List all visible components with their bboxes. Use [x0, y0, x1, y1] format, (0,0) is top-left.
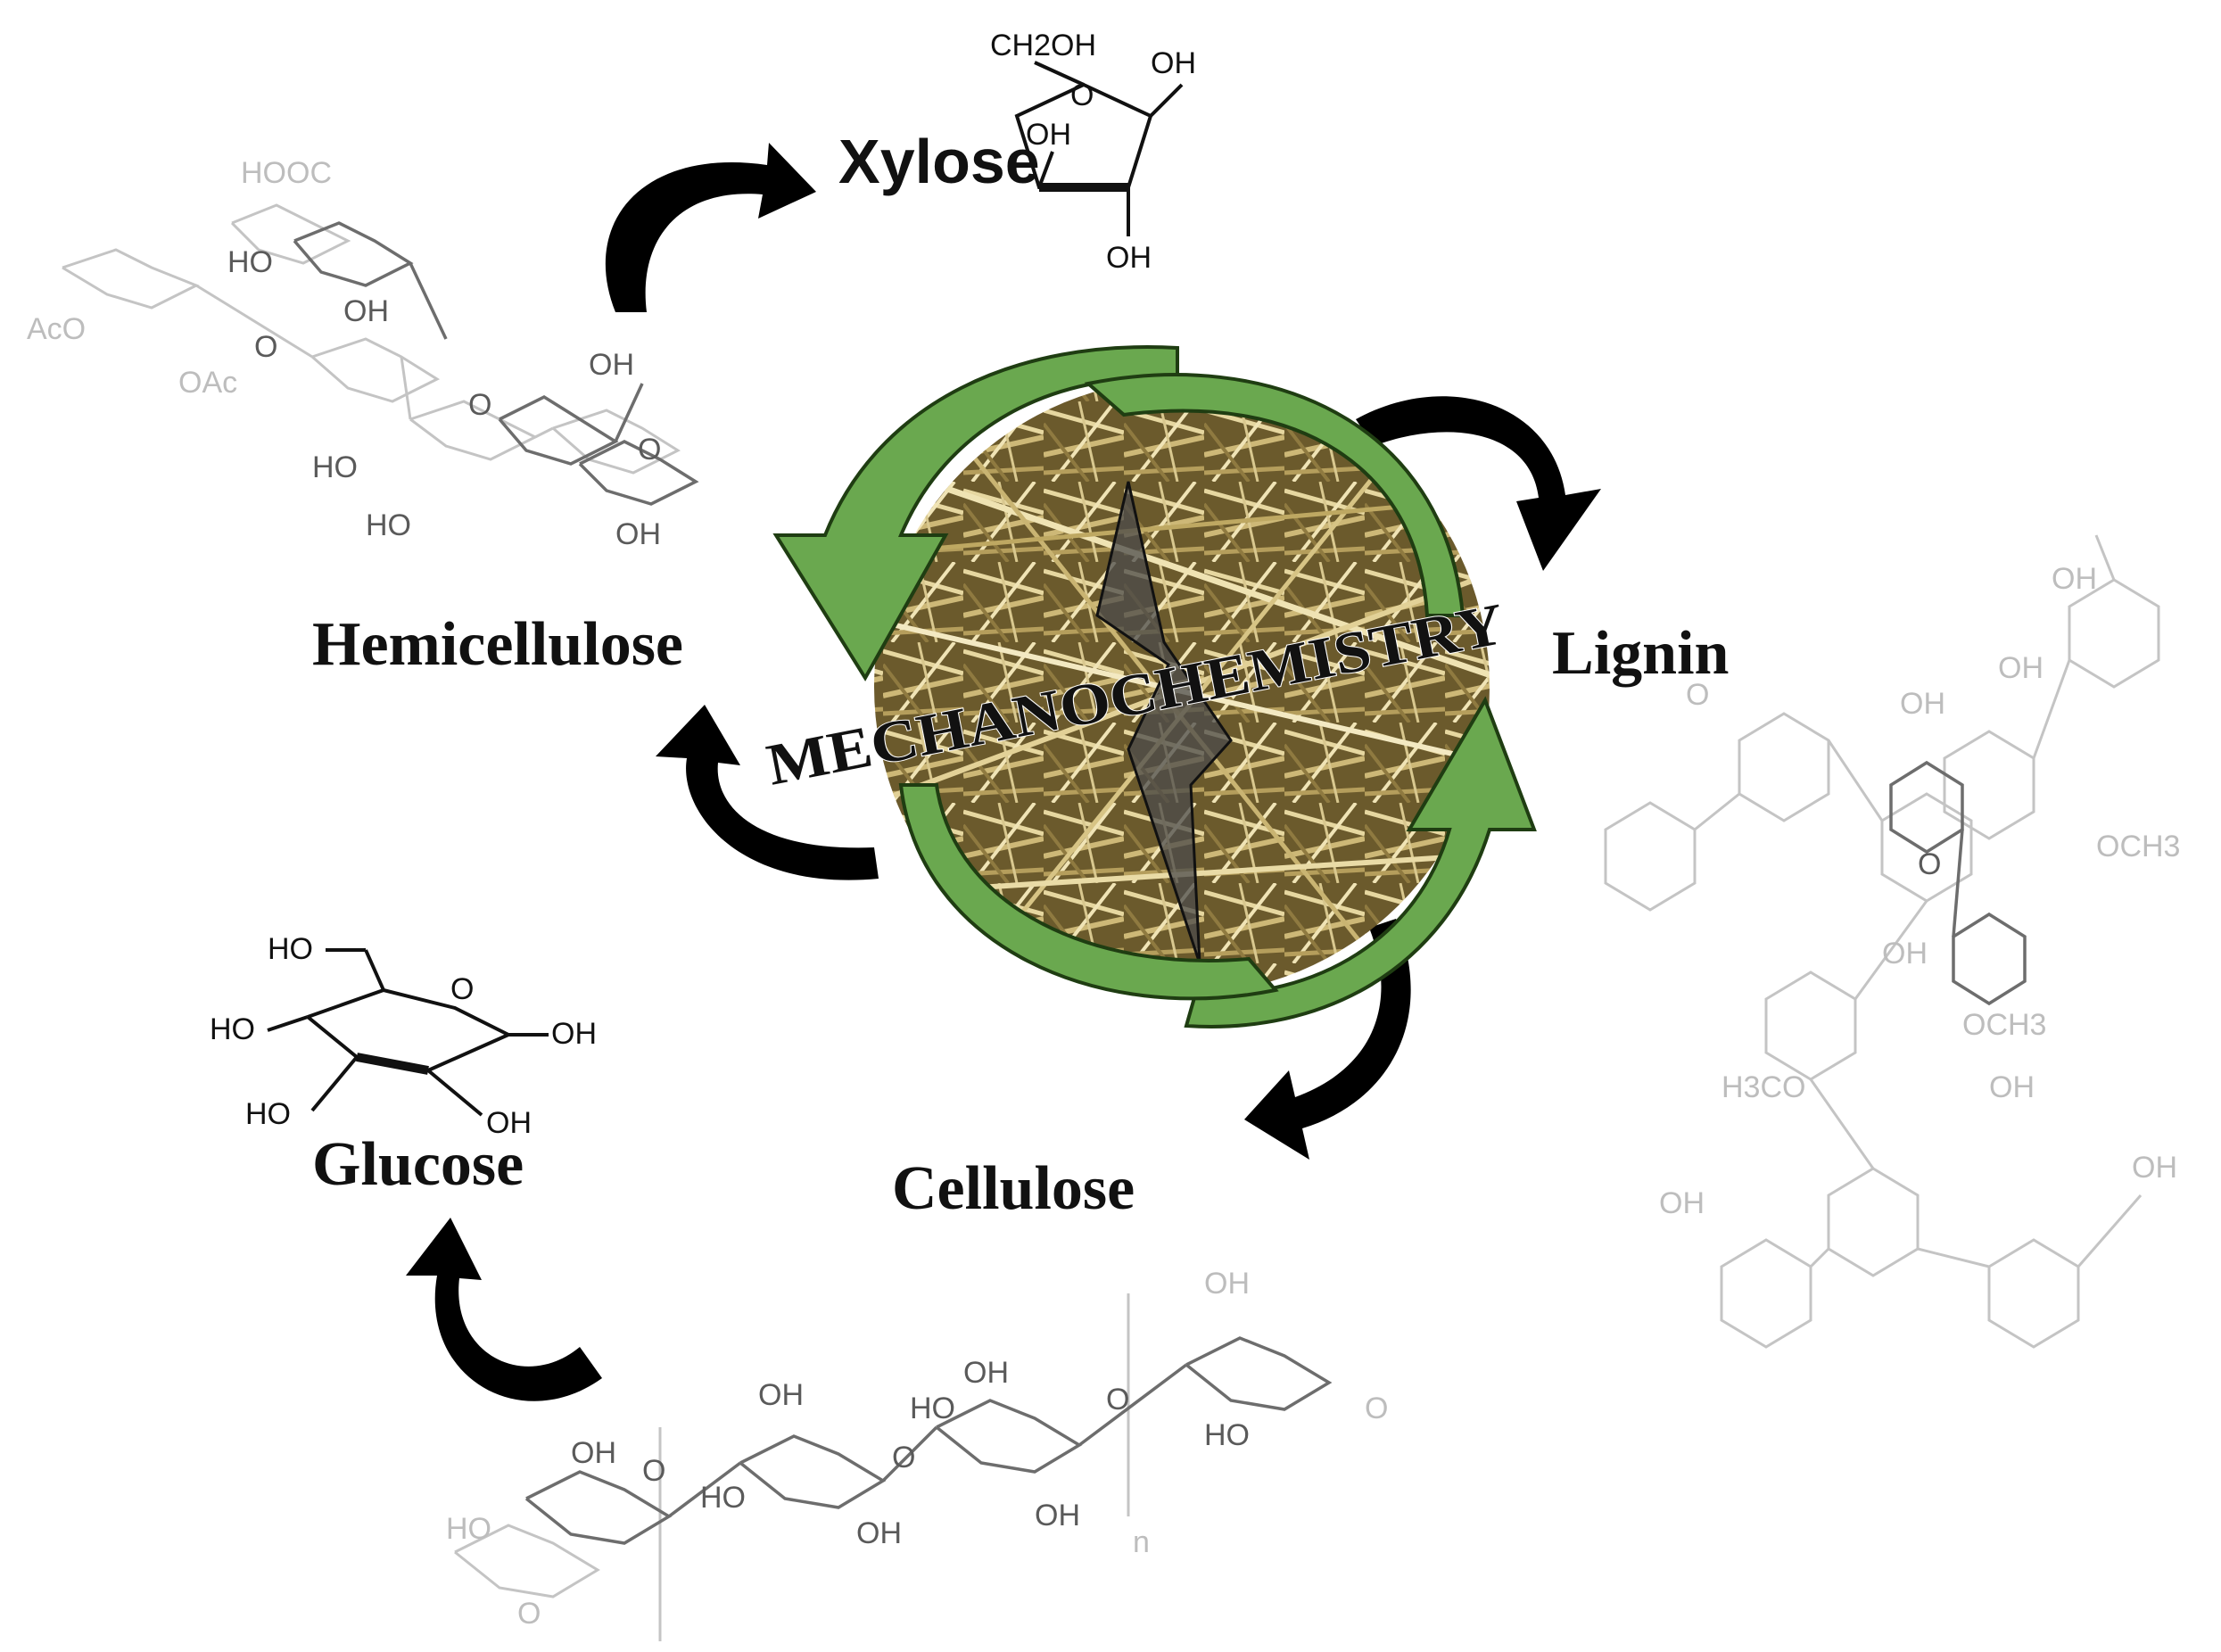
svg-text:O: O	[468, 388, 491, 422]
straw-ball	[874, 379, 1490, 995]
svg-text:O: O	[638, 433, 661, 467]
svg-text:HO: HO	[268, 932, 313, 966]
cellulose-structure: HO O OH O n	[446, 1267, 1388, 1641]
svg-text:O: O	[1365, 1392, 1388, 1425]
svg-text:O: O	[1070, 78, 1094, 112]
svg-text:OH: OH	[615, 517, 661, 551]
svg-text:O: O	[517, 1597, 541, 1631]
glucose-structure: HO HO HO OH OH O	[210, 932, 597, 1140]
svg-text:OH: OH	[571, 1436, 616, 1470]
svg-text:OH: OH	[2052, 562, 2097, 596]
lignin-structure: OH OH OH O OCH3 OCH3 H3CO OH OH OH OH	[1604, 534, 2180, 1349]
svg-text:OH: OH	[589, 348, 634, 382]
svg-text:OH: OH	[1989, 1070, 2035, 1104]
svg-text:OH: OH	[856, 1516, 902, 1550]
svg-text:O: O	[450, 972, 474, 1006]
svg-text:HO: HO	[227, 245, 273, 279]
green-arrow-upper-right	[1084, 373, 1466, 617]
svg-text:O: O	[1686, 678, 1709, 712]
green-arrow-lower-right	[1184, 696, 1537, 1028]
arrow-cellulose-to-glucose	[406, 1218, 602, 1401]
svg-text:O: O	[642, 1454, 665, 1488]
svg-text:O: O	[254, 330, 277, 364]
svg-text:CH2OH: CH2OH	[990, 29, 1096, 62]
svg-text:OH: OH	[1998, 651, 2043, 685]
svg-text:OH: OH	[1151, 46, 1196, 80]
svg-text:OH: OH	[1106, 241, 1152, 275]
svg-text:HO: HO	[210, 1012, 255, 1046]
svg-text:OH: OH	[758, 1378, 804, 1412]
hemicellulose-structure: HOOC AcO OAc	[27, 156, 681, 475]
svg-text:OH: OH	[551, 1017, 597, 1051]
arrow-to-cellulose	[1244, 919, 1411, 1160]
svg-text:OAc: OAc	[178, 366, 237, 400]
cellulose-label: Cellulose	[892, 1154, 1135, 1223]
svg-text:HO: HO	[312, 450, 358, 484]
svg-text:OH: OH	[2132, 1151, 2177, 1185]
xylose-structure: CH2OH OH OH OH O	[990, 29, 1196, 275]
svg-text:OH: OH	[1659, 1186, 1705, 1220]
lignin-structure-detail: O	[1889, 760, 2027, 1006]
svg-text:OH: OH	[1882, 937, 1928, 971]
svg-text:OH: OH	[1035, 1499, 1080, 1532]
glucose-label: Glucose	[312, 1130, 524, 1199]
svg-text:O: O	[892, 1441, 915, 1474]
arrow-to-hemicellulose	[656, 705, 879, 880]
green-arrow-lower-left	[898, 783, 1279, 1001]
svg-text:HO: HO	[700, 1481, 746, 1515]
svg-text:OH: OH	[1026, 118, 1071, 152]
green-arrow-upper-left	[772, 345, 1179, 681]
svg-text:O: O	[1106, 1383, 1129, 1417]
arrow-to-lignin	[1356, 396, 1601, 571]
svg-text:OH: OH	[1204, 1267, 1250, 1301]
xylose-label: Xylose	[838, 127, 1040, 196]
svg-text:HO: HO	[366, 508, 411, 542]
svg-text:HO: HO	[245, 1097, 291, 1131]
arrow-hemicellulose-to-xylose	[605, 143, 816, 312]
svg-text:OH: OH	[1900, 687, 1945, 721]
cellulose-structure-detail: OH HO OH OH O OH HO OH O HO O	[524, 1336, 1333, 1550]
svg-text:OH: OH	[963, 1356, 1009, 1390]
svg-text:HOOC: HOOC	[241, 156, 332, 190]
svg-text:HO: HO	[910, 1392, 955, 1425]
svg-text:AcO: AcO	[27, 312, 86, 346]
hemicellulose-label: Hemicellulose	[312, 610, 683, 679]
svg-text:HO: HO	[446, 1512, 491, 1546]
svg-text:HO: HO	[1204, 1418, 1250, 1452]
hemicellulose-structure-detail: HO OH OH HO HO OH O O O	[227, 221, 699, 551]
green-cycle-arrows	[772, 345, 1537, 1028]
svg-text:OCH3: OCH3	[2096, 830, 2180, 863]
svg-text:n: n	[1133, 1525, 1150, 1559]
svg-text:H3CO: H3CO	[1721, 1070, 1805, 1104]
svg-text:OH: OH	[486, 1106, 532, 1140]
lignin-label: Lignin	[1552, 619, 1729, 688]
svg-text:OH: OH	[343, 294, 389, 328]
svg-text:O: O	[1918, 847, 1941, 881]
svg-text:OCH3: OCH3	[1962, 1008, 2046, 1042]
